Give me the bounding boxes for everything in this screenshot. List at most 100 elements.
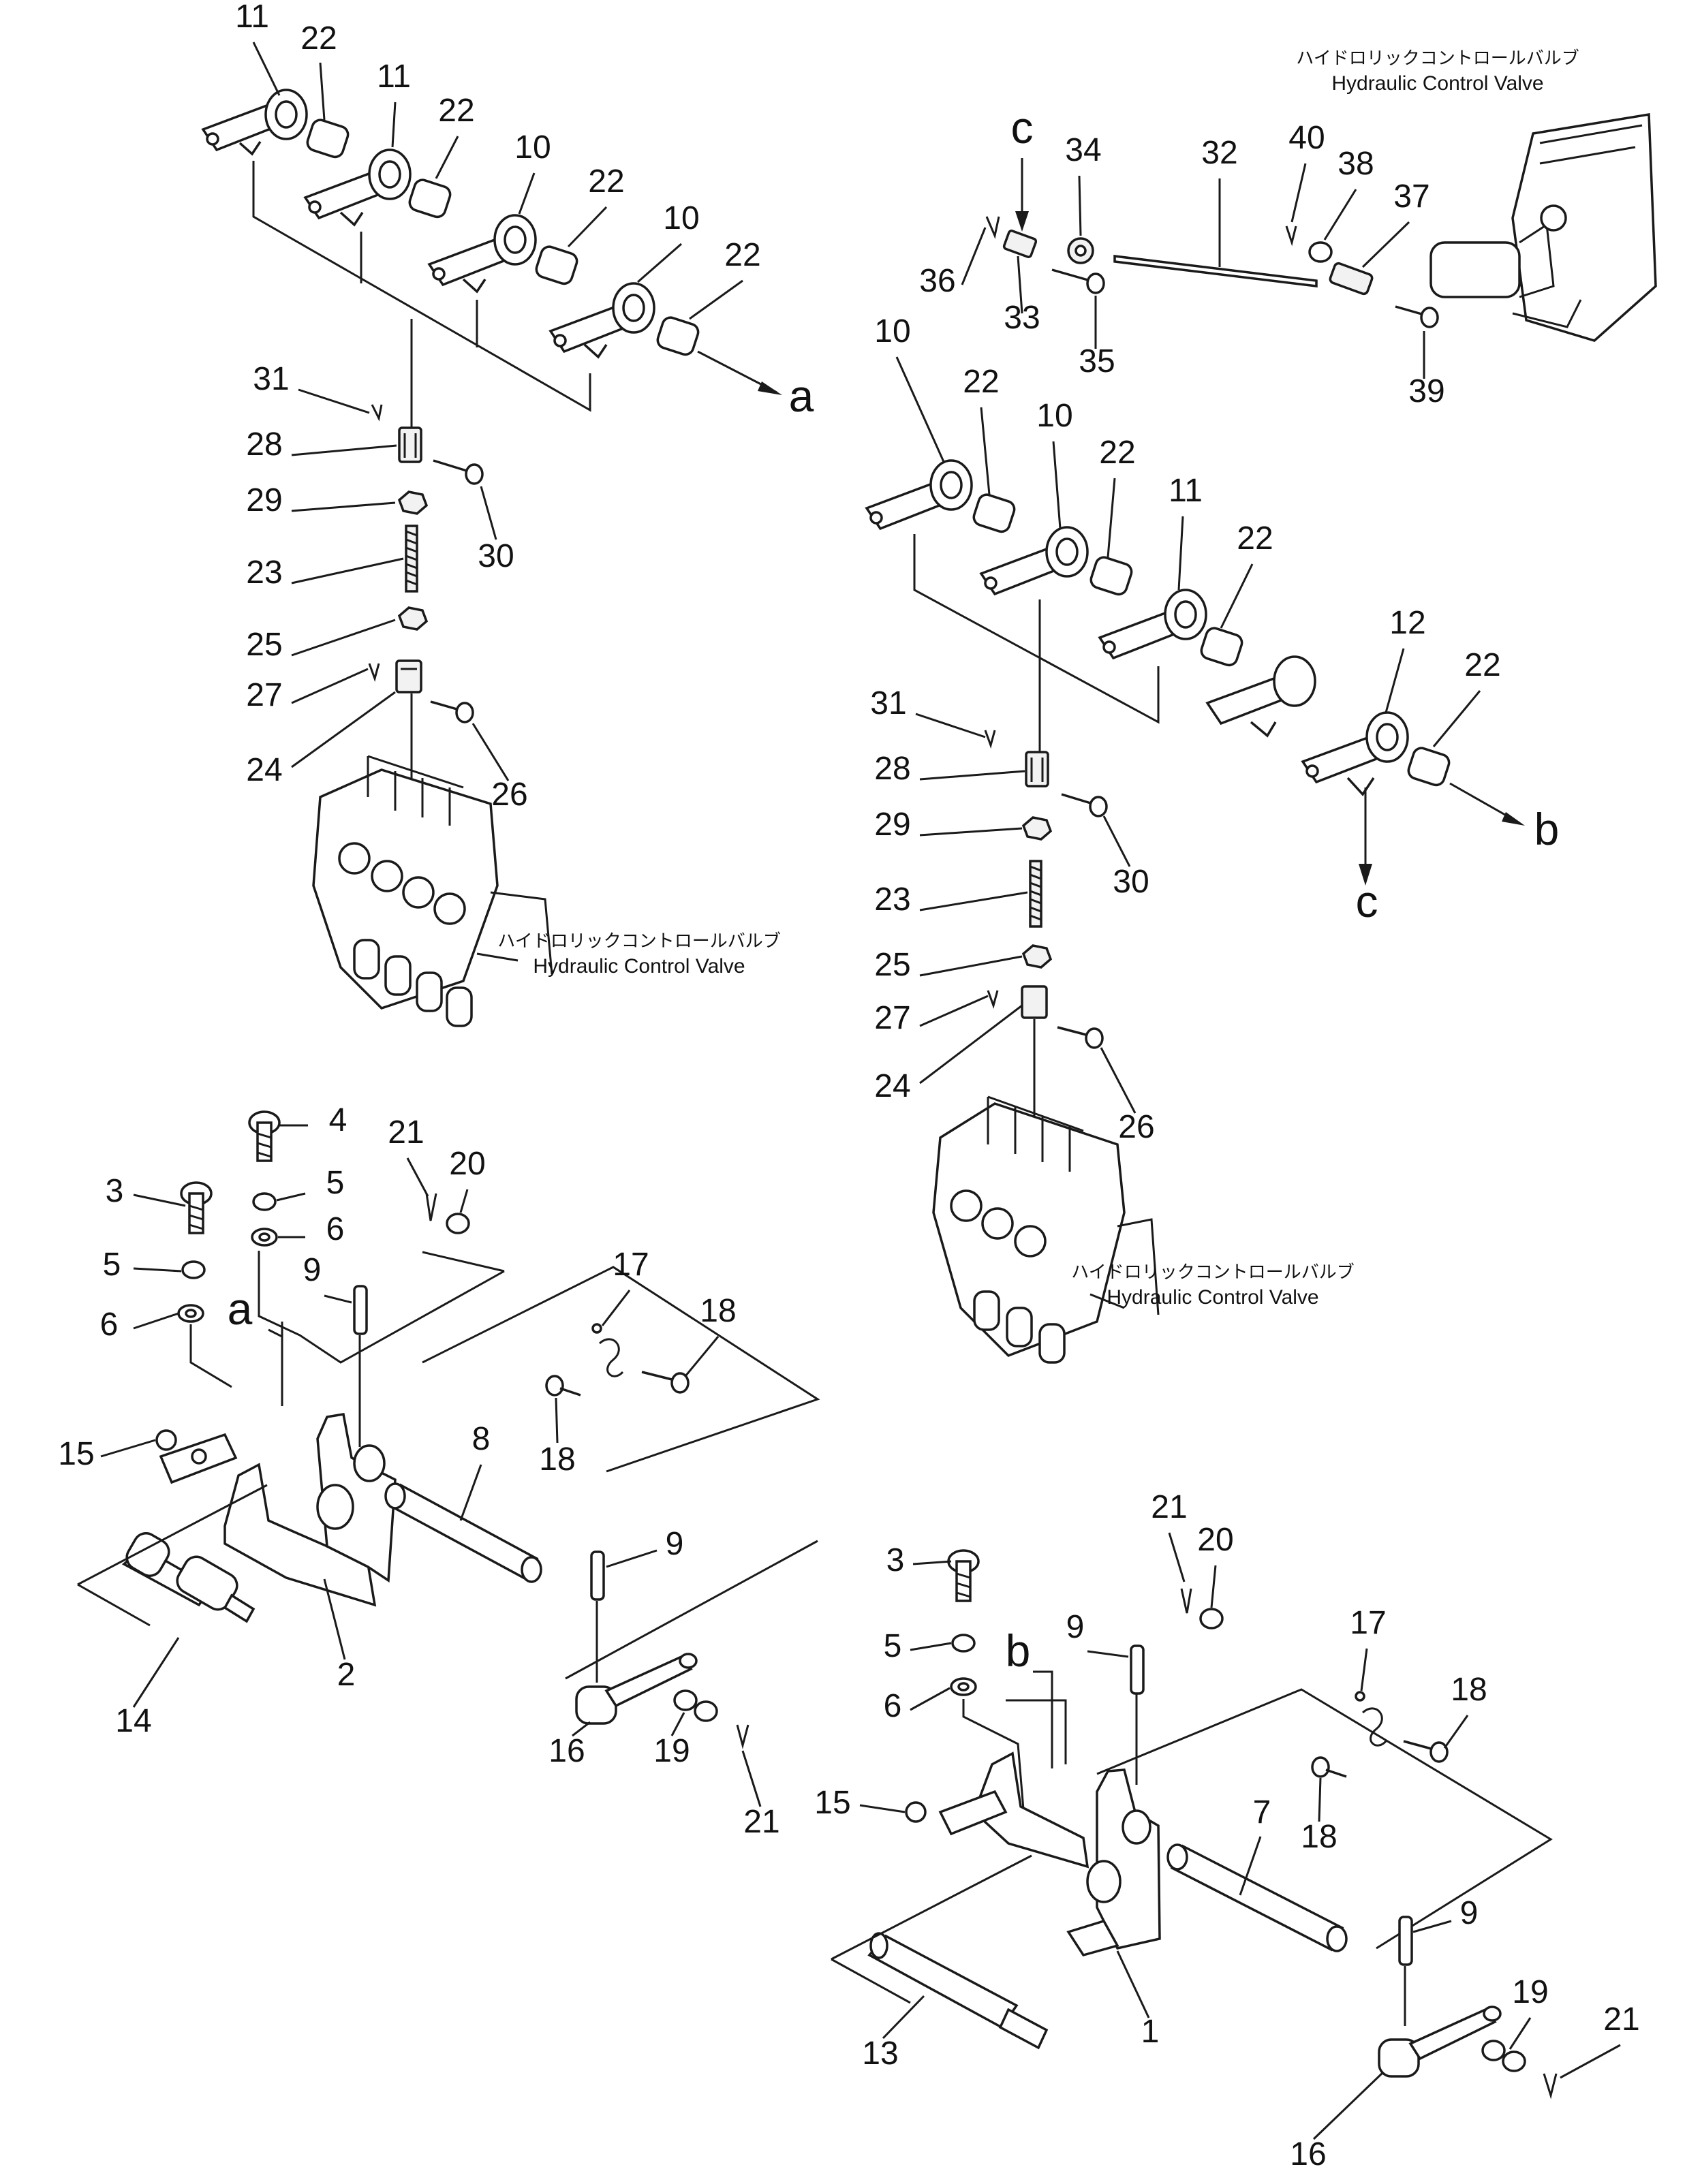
callout-br-21: 21 [1151, 1489, 1187, 1525]
callout-tr-40: 40 [1288, 120, 1325, 156]
lever-12 [1301, 711, 1409, 796]
pin-9-b [590, 1550, 605, 1601]
valve-label-en-valve-top-right: Hydraulic Control Valve [1331, 72, 1543, 95]
washer-6-r [950, 1677, 977, 1696]
reference-letter-ref-a-bottom: a [228, 1283, 253, 1334]
nut-29 [397, 490, 429, 515]
washer-19-b [1481, 2040, 1526, 2072]
callout-tl-30: 30 [478, 538, 514, 574]
callout-br-20: 20 [1197, 1522, 1233, 1558]
callout-tl-10b: 10 [663, 200, 699, 236]
lever-10-d [979, 526, 1089, 596]
callout-tr-34: 34 [1065, 132, 1101, 168]
bolt-26 [430, 700, 474, 723]
hydraulic-control-valve-right [932, 1095, 1160, 1364]
callout-br-5: 5 [884, 1628, 902, 1664]
callout-tl-31: 31 [253, 361, 289, 397]
callout-tr-37: 37 [1393, 178, 1429, 215]
bolt-18-a [641, 1371, 690, 1394]
pedal-assembly-left [77, 1110, 820, 1749]
washer-6-b [177, 1304, 204, 1323]
callout-br-7: 7 [1253, 1794, 1271, 1830]
callout-tr-10b: 10 [1036, 398, 1072, 434]
callout-bl-6a: 6 [326, 1211, 345, 1247]
callout-br-13: 13 [862, 2035, 898, 2072]
callout-tl-22c: 22 [588, 163, 624, 200]
callout-tr-12: 12 [1389, 605, 1425, 641]
callout-tr-23: 23 [874, 882, 910, 918]
lever-11-b [303, 149, 412, 227]
callout-br-16: 16 [1290, 2136, 1326, 2172]
callout-br-6: 6 [884, 1688, 902, 1724]
pin-9-a [353, 1285, 368, 1335]
callout-tr-38: 38 [1338, 146, 1374, 182]
stud-23-r [1029, 860, 1042, 928]
callout-tl-23: 23 [246, 555, 282, 591]
pin-9-c [1130, 1644, 1145, 1695]
bolt-18-b [545, 1375, 581, 1397]
callout-tr-27: 27 [874, 1000, 910, 1036]
callout-tl-11a: 11 [235, 0, 269, 35]
pedal-assembly-right [831, 1549, 1558, 2100]
callout-tr-28: 28 [874, 751, 910, 787]
spacer-22-d [656, 316, 700, 356]
callout-bl-18a: 18 [700, 1293, 736, 1329]
callout-bl-6b: 6 [100, 1307, 119, 1343]
valve-label-en-valve-left: Hydraulic Control Valve [533, 955, 745, 978]
callout-tl-11b: 11 [377, 59, 411, 95]
reference-letter-ref-a-top: a [789, 371, 814, 421]
callout-tl-10a: 10 [514, 129, 551, 166]
callout-bl-20: 20 [449, 1146, 485, 1182]
bracket-1 [938, 1751, 1161, 1957]
callout-bl-3: 3 [106, 1173, 124, 1209]
lever-11-a [201, 89, 308, 156]
nut-34 [1067, 237, 1094, 264]
callout-br-18a: 18 [1451, 1672, 1487, 1708]
callout-br-3: 3 [886, 1542, 905, 1578]
callout-bl-17: 17 [613, 1247, 649, 1283]
callout-tr-25: 25 [874, 947, 910, 983]
washer-38 [1308, 241, 1333, 263]
lever-extra [1205, 655, 1316, 738]
reference-letter-ref-c-right: c [1356, 876, 1378, 926]
leader-lines [100, 42, 1621, 2140]
callout-bl-8: 8 [472, 1421, 491, 1457]
spacer-22-c [535, 245, 578, 285]
callout-tl-29: 29 [246, 482, 282, 518]
clevis-28-r [1025, 751, 1049, 787]
callout-tr-22d: 22 [1464, 647, 1500, 683]
shaft-8 [384, 1482, 542, 1583]
callout-bl-14: 14 [115, 1703, 151, 1739]
valve-label-jp-valve-right: ハイドロリックコントロールバルブ [1071, 1262, 1354, 1283]
lever-11-c [1098, 589, 1207, 660]
lock-washer-5-r [951, 1634, 976, 1653]
callout-tl-26: 26 [491, 777, 527, 813]
lock-washer-5-b [181, 1260, 206, 1279]
bolt-30 [433, 459, 484, 485]
clevis-28 [398, 426, 422, 463]
bolt-3 [180, 1181, 213, 1234]
callout-bl-2: 2 [337, 1657, 356, 1693]
bolt-26-r [1057, 1026, 1104, 1049]
rod-32 [1113, 255, 1318, 287]
washer-20-a [446, 1213, 470, 1234]
callout-tr-39: 39 [1408, 373, 1444, 409]
clevis-37 [1329, 262, 1374, 296]
bolt-18-c [1403, 1740, 1449, 1763]
hydraulic-control-valve-top-right [1429, 112, 1657, 342]
shaft-13 [867, 1932, 1049, 2050]
bolt-18-d [1311, 1756, 1347, 1778]
callout-tr-24: 24 [874, 1068, 910, 1104]
callout-bl-9b: 9 [666, 1526, 684, 1562]
washer-6-a [251, 1228, 278, 1247]
hydraulic-control-valve-left [312, 755, 553, 1027]
spring-17-r [1355, 1691, 1387, 1747]
callout-bl-21: 21 [388, 1114, 424, 1151]
callout-br-18b: 18 [1301, 1819, 1337, 1855]
spacer-22-a [306, 119, 350, 159]
bracket-2 [159, 1412, 397, 1607]
callout-tl-24: 24 [246, 752, 282, 788]
reference-letter-ref-b-right: b [1534, 804, 1560, 854]
pedal-16-a [575, 1653, 698, 1725]
washer-19-a [673, 1689, 718, 1722]
